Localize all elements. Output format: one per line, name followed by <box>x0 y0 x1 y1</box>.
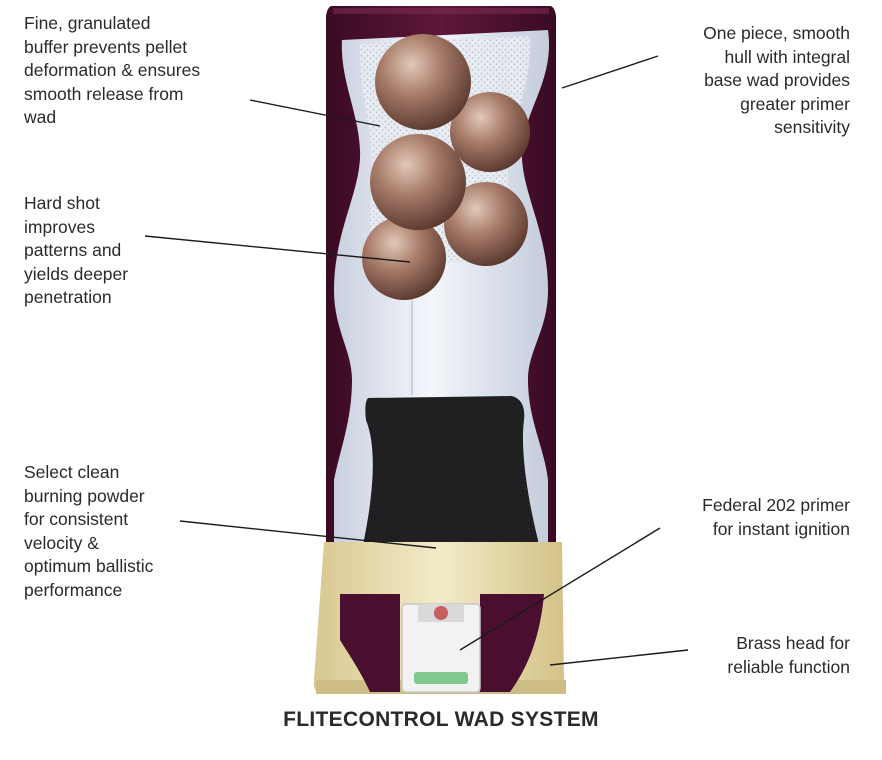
callout-powder-line: optimum ballistic <box>24 555 153 579</box>
callout-hull-line: base wad provides <box>703 69 850 93</box>
callout-shot: Hard shotimprovespatterns andyields deep… <box>24 192 128 310</box>
callout-powder-line: Select clean <box>24 461 153 485</box>
callout-powder-line: velocity & <box>24 532 153 556</box>
leader-brass <box>550 650 688 665</box>
shot-pellet <box>375 34 471 130</box>
diagram-caption: FLITECONTROL WAD SYSTEM <box>0 708 882 732</box>
callout-powder-line: for consistent <box>24 508 153 532</box>
primer <box>402 604 480 692</box>
callout-shot-line: penetration <box>24 286 128 310</box>
callout-hull-line: greater primer <box>703 93 850 117</box>
callout-shot-line: Hard shot <box>24 192 128 216</box>
callout-shot-line: yields deeper <box>24 263 128 287</box>
leader-hull <box>562 56 658 88</box>
callout-brass-line: reliable function <box>727 656 850 680</box>
callout-hull-line: hull with integral <box>703 46 850 70</box>
callout-buffer-line: Fine, granulated <box>24 12 200 36</box>
callout-powder-line: burning powder <box>24 485 153 509</box>
callout-primer: Federal 202 primerfor instant ignition <box>702 494 850 541</box>
callout-primer-line: Federal 202 primer <box>702 494 850 518</box>
callout-buffer: Fine, granulatedbuffer prevents pelletde… <box>24 12 200 130</box>
callout-hull-line: One piece, smooth <box>703 22 850 46</box>
callout-powder-line: performance <box>24 579 153 603</box>
callout-shot-line: patterns and <box>24 239 128 263</box>
callout-buffer-line: wad <box>24 106 200 130</box>
callout-hull: One piece, smoothhull with integralbase … <box>703 22 850 140</box>
callout-primer-line: for instant ignition <box>702 518 850 542</box>
callout-buffer-line: smooth release from <box>24 83 200 107</box>
shot-pellet <box>370 134 466 230</box>
callout-powder: Select cleanburning powderfor consistent… <box>24 461 153 602</box>
callout-shot-line: improves <box>24 216 128 240</box>
callout-buffer-line: buffer prevents pellet <box>24 36 200 60</box>
callout-hull-line: sensitivity <box>703 116 850 140</box>
callout-buffer-line: deformation & ensures <box>24 59 200 83</box>
callout-brass-line: Brass head for <box>727 632 850 656</box>
callout-brass: Brass head forreliable function <box>727 632 850 679</box>
